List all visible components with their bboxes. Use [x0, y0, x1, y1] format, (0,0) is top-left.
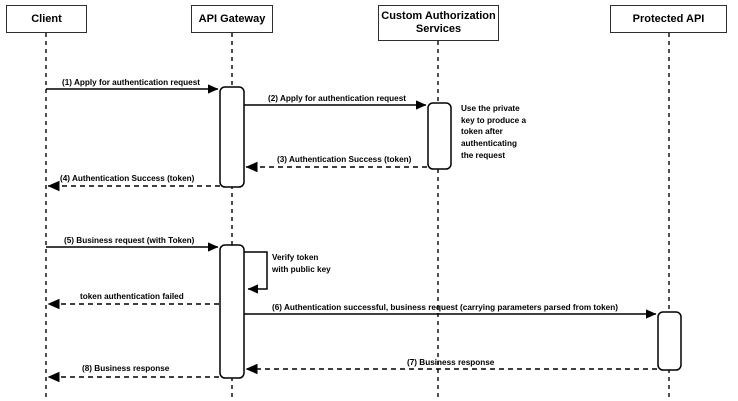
message-label-6: (6) Authentication successful, business …	[272, 303, 618, 312]
activation-protected-api	[657, 311, 682, 371]
note-verify-token-line-2: with public key	[272, 264, 331, 274]
activation-custom-auth-services	[427, 102, 452, 170]
participant-api-gateway-label: API Gateway	[198, 12, 266, 25]
note-private-key-line-3: token after	[461, 127, 503, 137]
participant-protected-api[interactable]: Protected API	[610, 5, 727, 33]
message-label-8: (8) Business response	[82, 364, 170, 373]
message-label-5: (5) Business request (with Token)	[64, 236, 195, 245]
message-label-2: (2) Apply for authentication request	[268, 94, 406, 103]
message-label-7: (7) Business response	[407, 358, 495, 367]
note-private-key-line-5: the request	[461, 150, 506, 160]
note-private-key-line-2: key to produce a	[461, 115, 527, 125]
activation-api-gateway-business	[219, 244, 245, 379]
activation-api-gateway-auth	[219, 86, 245, 188]
participant-client[interactable]: Client	[6, 5, 87, 33]
message-label-4: (4) Authentication Success (token)	[60, 174, 195, 183]
note-verify-token-line-1: Verify token	[272, 253, 319, 262]
participant-api-gateway[interactable]: API Gateway	[191, 5, 273, 33]
note-verify-token: Verify token with public key	[272, 252, 352, 275]
participant-client-label: Client	[31, 12, 62, 25]
participant-protected-api-label: Protected API	[632, 12, 705, 25]
note-private-key: Use the private key to produce a token a…	[461, 103, 533, 161]
participant-custom-authorization-services-label: Custom Authorization Services	[381, 10, 496, 35]
message-label-3: (3) Authentication Success (token)	[277, 155, 412, 164]
participant-custom-authorization-services[interactable]: Custom Authorization Services	[378, 5, 499, 41]
note-private-key-line-1: Use the private	[461, 104, 520, 113]
message-label-1: (1) Apply for authentication request	[62, 78, 200, 87]
message-arrow-self-verify	[244, 251, 268, 294]
message-label-token-auth-failed: token authentication failed	[80, 292, 184, 301]
note-private-key-line-4: authenticating	[461, 138, 517, 148]
